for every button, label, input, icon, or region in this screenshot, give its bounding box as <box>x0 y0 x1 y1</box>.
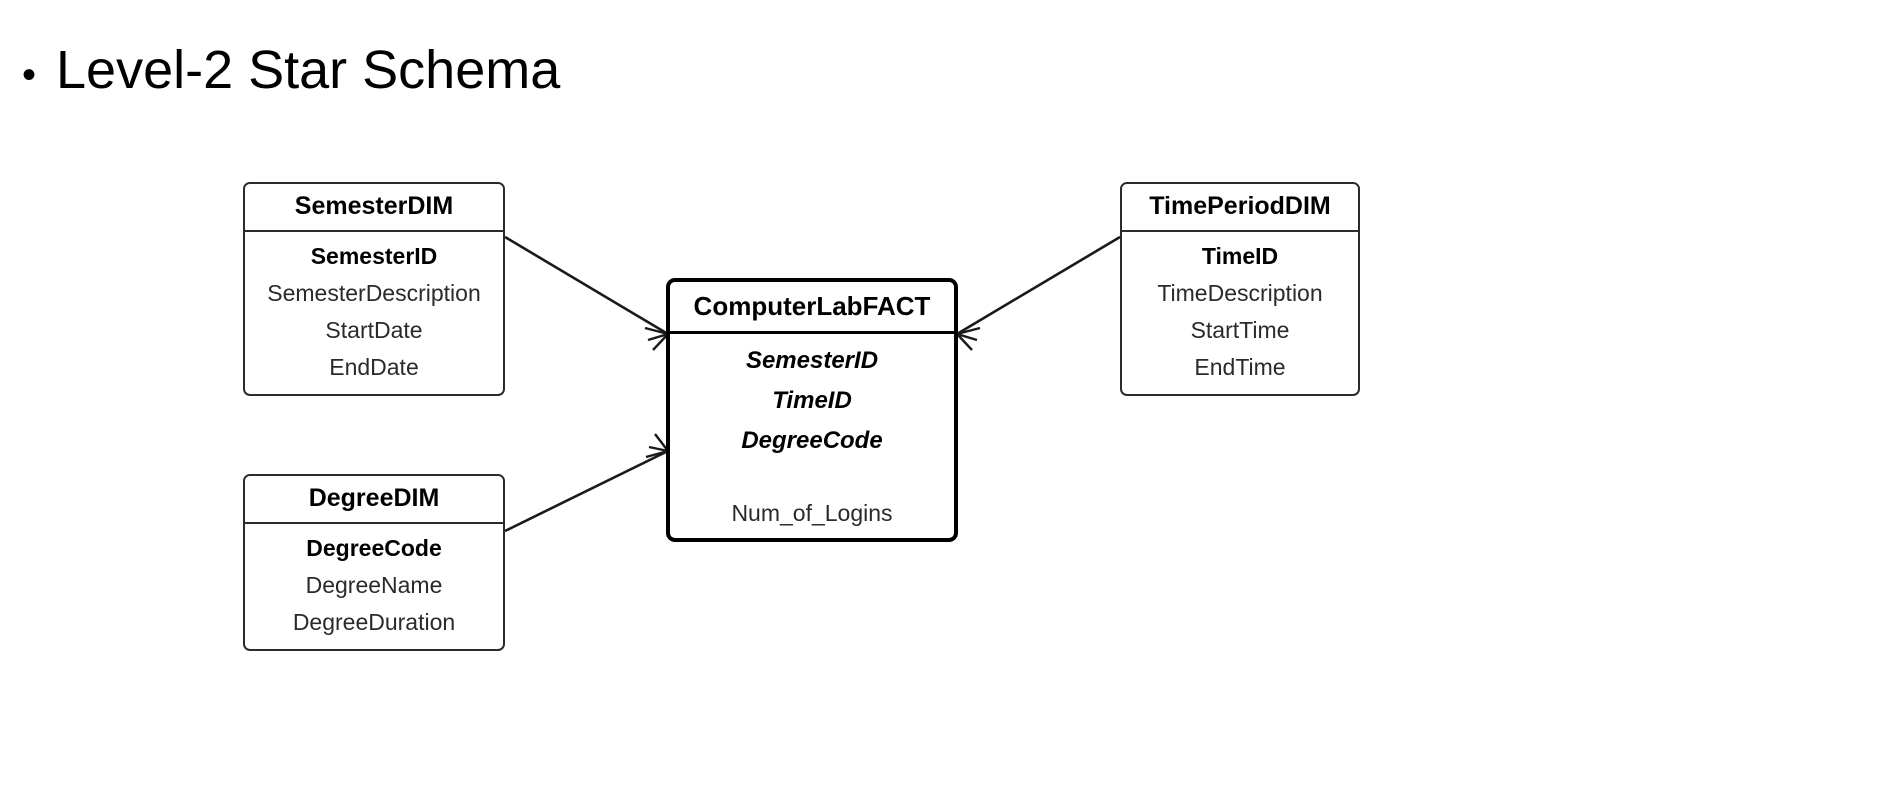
entity-title-timeperioddim: TimePeriodDIM <box>1122 184 1358 232</box>
attribute-row: EndTime <box>1194 354 1286 380</box>
entity-title-degreedim: DegreeDIM <box>245 476 503 524</box>
entity-attributes-degreedim: DegreeCode DegreeName DegreeDuration <box>245 524 503 649</box>
attribute-row: TimeDescription <box>1157 280 1323 306</box>
entity-timeperioddim[interactable]: TimePeriodDIM TimeID TimeDescription Sta… <box>1120 182 1360 396</box>
attribute-row: SemesterID <box>310 243 438 269</box>
relationship-degree-fact <box>504 433 669 533</box>
foreign-key-row: SemesterID <box>745 347 879 374</box>
relationship-timeperiod-fact <box>956 235 1121 351</box>
attribute-row: SemesterDescription <box>267 280 481 306</box>
attribute-row: DegreeDuration <box>292 609 456 635</box>
entity-degreedim[interactable]: DegreeDIM DegreeCode DegreeName DegreeDu… <box>243 474 505 651</box>
attribute-row: DegreeName <box>305 572 443 598</box>
entity-semesterdim[interactable]: SemesterDIM SemesterID SemesterDescripti… <box>243 182 505 396</box>
bullet-icon: • <box>22 53 37 97</box>
entity-computerlabfact[interactable]: ComputerLabFACT SemesterID TimeID Degree… <box>666 278 958 542</box>
attribute-row: DegreeCode <box>306 535 442 561</box>
foreign-key-row: TimeID <box>772 387 852 414</box>
page-title-text: Level-2 Star Schema <box>56 40 561 100</box>
page-title: • Level-2 Star Schema <box>22 42 560 99</box>
measure-row: Num_of_Logins <box>731 500 893 526</box>
attribute-row: TimeID <box>1201 243 1279 269</box>
entity-title-semesterdim: SemesterDIM <box>245 184 503 232</box>
attribute-row: StartDate <box>325 317 423 343</box>
attribute-row: EndDate <box>329 354 419 380</box>
relationship-semester-fact <box>504 235 669 351</box>
entity-attributes-timeperioddim: TimeID TimeDescription StartTime EndTime <box>1122 232 1358 394</box>
entity-attributes-computerlabfact: SemesterID TimeID DegreeCode Num_of_Logi… <box>670 334 954 538</box>
measure-separator <box>676 461 948 495</box>
entity-attributes-semesterdim: SemesterID SemesterDescription StartDate… <box>245 232 503 394</box>
attribute-row: StartTime <box>1190 317 1290 343</box>
foreign-key-row: DegreeCode <box>741 427 883 454</box>
entity-title-computerlabfact: ComputerLabFACT <box>670 282 954 334</box>
